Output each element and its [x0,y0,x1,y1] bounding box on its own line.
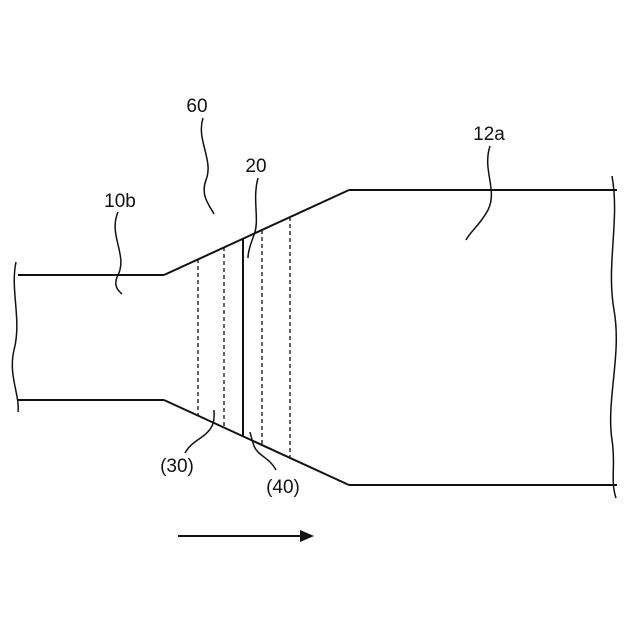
leader-12a [466,146,491,240]
label-60: 60 [186,96,207,117]
label-20: 20 [245,156,266,177]
label-40: (40) [266,477,300,498]
leader-20 [248,178,258,258]
small-pipe-break-line [12,262,18,412]
label-12a: 12a [473,124,505,145]
leader-40 [250,432,276,470]
label-10b: 10b [104,191,136,212]
leader-60 [201,118,214,214]
leader-10b [115,212,122,294]
large-pipe-break-line [611,176,617,498]
label-30: (30) [160,456,194,477]
flow-arrow-head [300,530,314,542]
